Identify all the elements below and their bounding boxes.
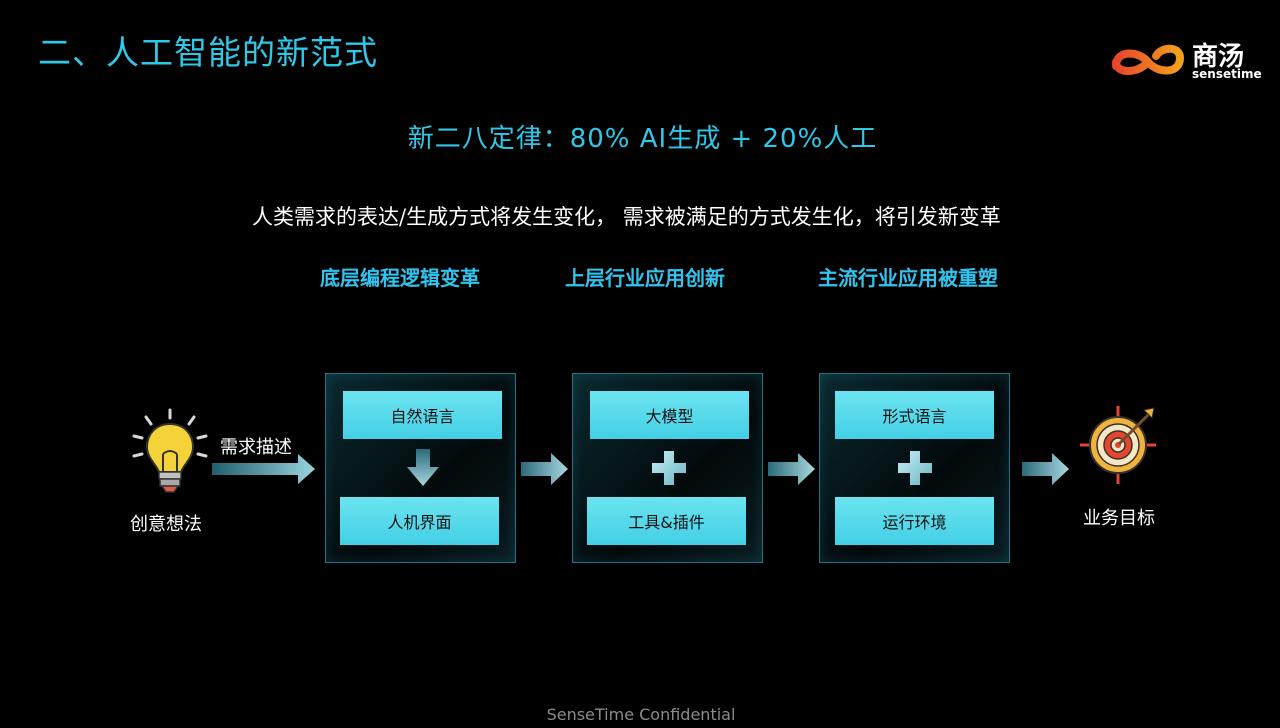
flow-arrow-icon (1022, 453, 1069, 485)
flow-arrow-icon (212, 454, 315, 484)
down-arrow-icon (407, 449, 439, 486)
column-heading-1: 底层编程逻辑变革 (320, 266, 480, 290)
footer-confidential: SenseTime Confidential (546, 705, 736, 724)
box-formal-language: 形式语言 (835, 391, 994, 439)
arrow-label: 需求描述 (220, 437, 292, 458)
end-label: 业务目标 (1083, 508, 1155, 529)
box-runtime-environment: 运行环境 (835, 497, 994, 545)
column-heading-3: 主流行业应用被重塑 (818, 266, 998, 290)
start-label: 创意想法 (130, 514, 202, 535)
slide-title: 二、人工智能的新范式 (38, 33, 378, 72)
slide-subtitle: 新二八定律：80% AI生成 + 20%人工 (407, 124, 878, 154)
logo-text-cn: 商汤 (1192, 42, 1245, 72)
lightbulb-icon (132, 408, 208, 493)
sensetime-logo-icon (1112, 44, 1185, 75)
flow-arrow-icon (768, 453, 815, 485)
slide-description: 人类需求的表达/生成方式将发生变化， 需求被满足的方式发生化，将引发新变革 (252, 205, 1001, 229)
box-human-machine-interface: 人机界面 (340, 497, 499, 545)
column-heading-2: 上层行业应用创新 (565, 266, 725, 290)
flow-arrow-icon (521, 453, 568, 485)
box-natural-language: 自然语言 (343, 391, 502, 439)
box-large-model: 大模型 (590, 391, 749, 439)
target-icon (1080, 406, 1156, 484)
box-tools-plugins: 工具&插件 (587, 497, 746, 545)
plus-icon (652, 451, 686, 485)
plus-icon (898, 451, 932, 485)
logo-text-en: sensetime (1192, 67, 1262, 81)
